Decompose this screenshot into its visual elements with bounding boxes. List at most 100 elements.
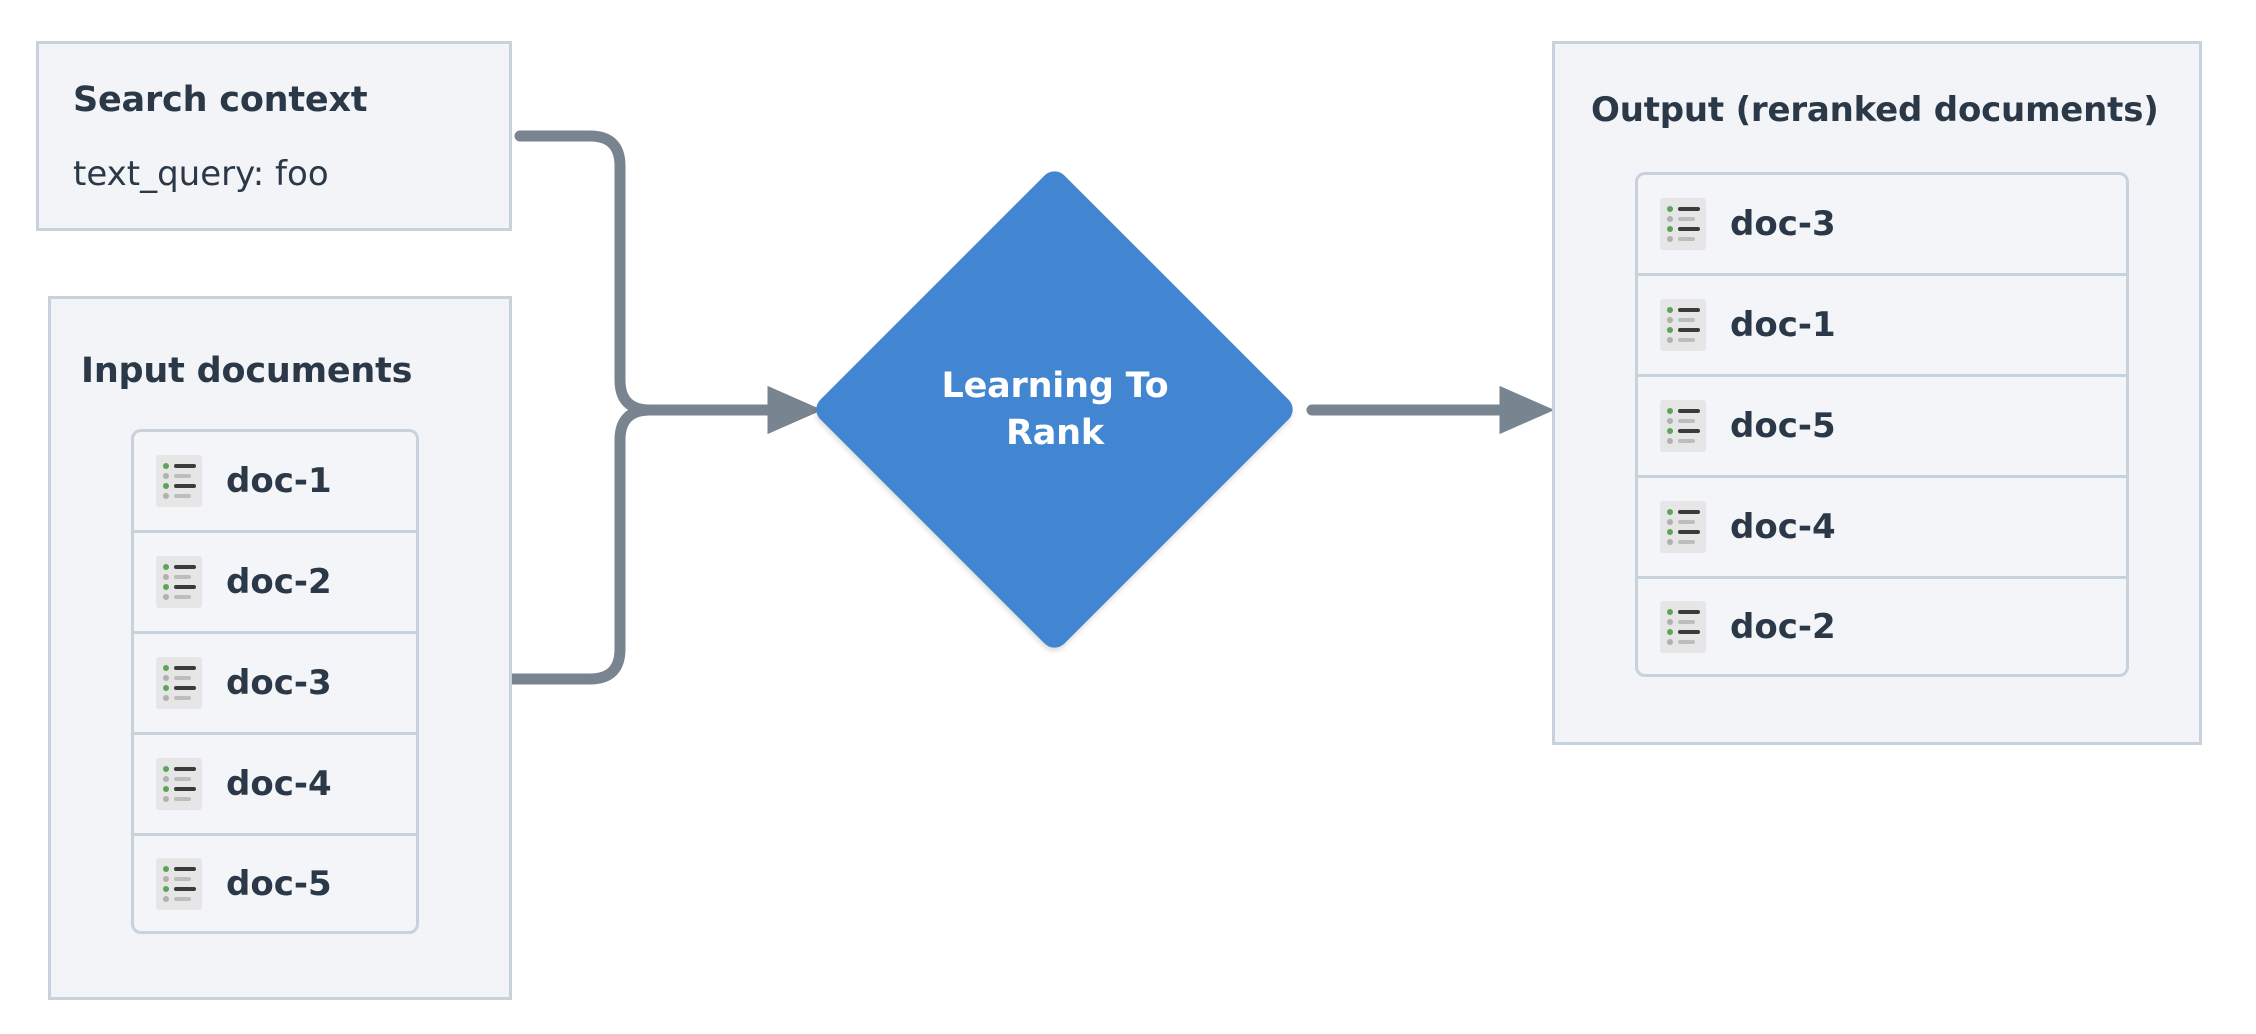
document-list-icon (1660, 400, 1706, 452)
bullet-dot-icon (1667, 327, 1673, 333)
document-list-icon-row (163, 594, 196, 600)
document-list-icon (156, 857, 202, 910)
bullet-dot-icon (163, 695, 169, 701)
document-list-icon-row (163, 675, 196, 681)
document-label: doc-4 (1730, 507, 1836, 547)
connector-search-context-to-ltr (514, 130, 696, 416)
document-list-icon-row (163, 574, 196, 580)
document-label: doc-5 (1730, 406, 1836, 446)
document-list-icon-row (163, 493, 196, 499)
document-label: doc-2 (1730, 606, 1836, 647)
document-row[interactable]: doc-3 (131, 631, 419, 732)
bullet-line (174, 767, 196, 771)
learning-to-rank-node[interactable]: Learning To Rank (810, 165, 1299, 654)
document-list-icon-row (163, 766, 196, 772)
document-list-icon-row (163, 796, 196, 802)
document-row[interactable]: doc-2 (1635, 576, 2129, 677)
bullet-dot-icon (163, 776, 169, 782)
output-documents-list: doc-3 doc-1 doc-5 doc-4 doc-2 (1635, 172, 2129, 677)
bullet-dot-icon (1667, 509, 1673, 515)
document-list-icon-row (1667, 519, 1700, 525)
bullet-dot-icon (1667, 519, 1673, 525)
bullet-line (174, 787, 196, 791)
bullet-dot-icon (1667, 408, 1673, 414)
document-list-icon-row (1667, 618, 1700, 625)
bullet-line (1678, 540, 1695, 544)
document-row[interactable]: doc-5 (131, 833, 419, 934)
bullet-line (1678, 227, 1700, 231)
document-row[interactable]: doc-1 (1635, 273, 2129, 374)
document-row[interactable]: doc-5 (1635, 374, 2129, 475)
bullet-dot-icon (1667, 307, 1673, 313)
bullet-dot-icon (1667, 236, 1673, 242)
bullet-line (1678, 237, 1695, 241)
bullet-line (174, 876, 191, 881)
document-list-icon (1660, 600, 1706, 653)
bullet-dot-icon (1667, 226, 1673, 232)
bullet-dot-icon (163, 675, 169, 681)
bullet-dot-icon (163, 766, 169, 772)
document-row[interactable]: doc-4 (1635, 475, 2129, 576)
bullet-line (174, 676, 191, 680)
bullet-dot-icon (163, 564, 169, 570)
bullet-line (1678, 409, 1700, 413)
document-list-icon (156, 556, 202, 608)
document-label: doc-5 (226, 863, 332, 904)
input-documents-title: Input documents (81, 351, 413, 391)
bullet-dot-icon (163, 885, 169, 892)
document-list-icon (156, 758, 202, 810)
bullet-line (1678, 530, 1700, 534)
document-label: doc-4 (226, 764, 332, 804)
document-row[interactable]: doc-1 (131, 429, 419, 530)
document-list-icon-row (163, 473, 196, 479)
document-row[interactable]: doc-3 (1635, 172, 2129, 273)
bullet-line (1678, 217, 1695, 221)
bullet-line (1678, 318, 1695, 322)
bullet-line (174, 686, 196, 690)
document-list-icon-row (1667, 206, 1700, 212)
bullet-line (174, 474, 191, 478)
bullet-line (1678, 207, 1700, 211)
bullet-line (174, 886, 196, 891)
bullet-dot-icon (163, 463, 169, 469)
document-list-icon-row (163, 483, 196, 489)
document-list-icon-row (1667, 226, 1700, 232)
document-list-icon-row (1667, 608, 1700, 615)
bullet-dot-icon (1667, 317, 1673, 323)
bullet-line (174, 896, 191, 901)
bullet-line (1678, 629, 1700, 634)
bullet-line (1678, 308, 1700, 312)
search-context-title: Search context (73, 80, 368, 120)
bullet-dot-icon (163, 786, 169, 792)
document-list-icon-row (1667, 418, 1700, 424)
document-list-icon-row (1667, 307, 1700, 313)
document-list-icon-row (163, 695, 196, 701)
search-context-panel: Search context text_query: foo (36, 41, 512, 231)
document-label: doc-3 (226, 663, 332, 703)
document-label: doc-3 (1730, 204, 1836, 244)
document-list-icon-row (1667, 216, 1700, 222)
document-list-icon-row (1667, 638, 1700, 645)
bullet-line (174, 696, 191, 700)
bullet-line (174, 866, 196, 871)
document-label: doc-1 (1730, 305, 1836, 345)
bullet-line (174, 797, 191, 801)
document-list-icon-row (163, 895, 196, 902)
bullet-dot-icon (163, 584, 169, 590)
document-list-icon-row (1667, 236, 1700, 242)
document-list-icon (1660, 299, 1706, 351)
bullet-dot-icon (163, 493, 169, 499)
document-row[interactable]: doc-2 (131, 530, 419, 631)
bullet-dot-icon (163, 574, 169, 580)
bullet-dot-icon (163, 796, 169, 802)
connector-input-documents-to-ltr (502, 404, 696, 685)
document-list-icon (1660, 501, 1706, 553)
bullet-line (174, 585, 196, 589)
document-row[interactable]: doc-4 (131, 732, 419, 833)
bullet-line (174, 595, 191, 599)
bullet-dot-icon (163, 483, 169, 489)
bullet-dot-icon (1667, 638, 1673, 645)
document-list-icon-row (1667, 408, 1700, 414)
